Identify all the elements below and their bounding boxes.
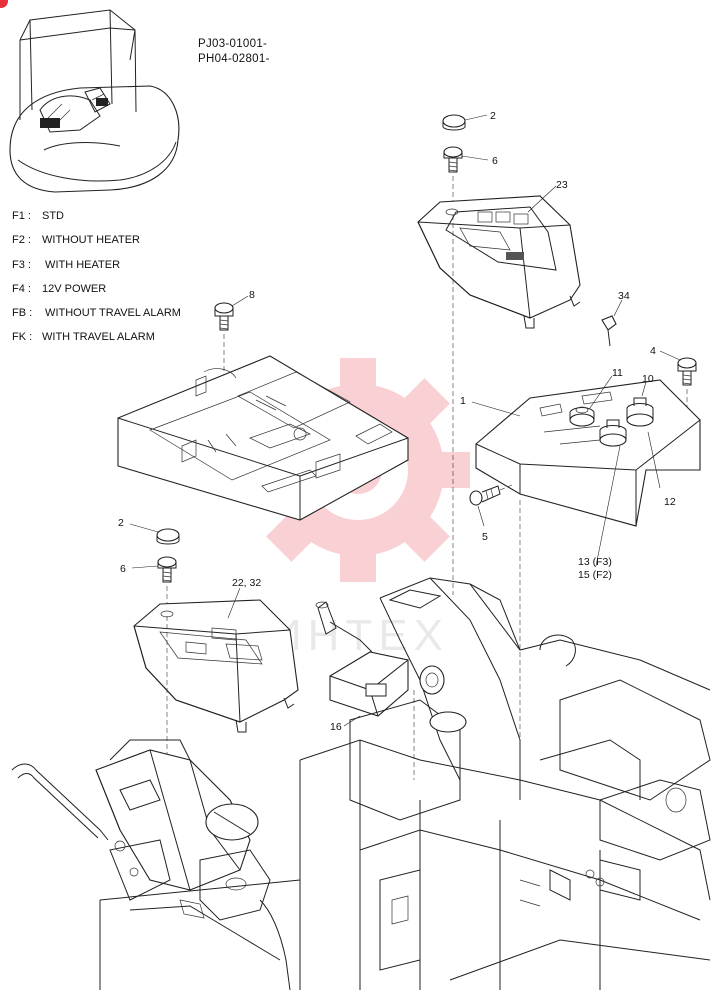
switch-knob-part-10 — [626, 397, 654, 427]
screw-part-6-top — [443, 146, 463, 173]
legend-row-f1: F1 : STD — [12, 210, 181, 234]
legend-text: WITHOUT TRAVEL ALARM — [42, 307, 181, 320]
leader-8 — [231, 295, 249, 307]
leader-2-left — [129, 523, 159, 533]
callout-1: 1 — [460, 395, 466, 407]
callout-12: 12 — [664, 496, 676, 508]
switch-knob-part-13 — [599, 419, 627, 447]
side-cover-part-22 — [133, 599, 299, 733]
callout-11: 11 — [612, 367, 623, 379]
serial-range-2: PH04-02801- — [198, 53, 270, 65]
bolt-part-5 — [469, 485, 501, 506]
legend-row-f3: F3 : WITH HEATER — [12, 259, 181, 283]
leader-12 — [647, 431, 661, 489]
legend-code: F1 : — [12, 210, 31, 222]
callout-34: 34 — [618, 290, 630, 302]
leader-1 — [471, 401, 521, 417]
screw-part-6-left — [157, 556, 177, 583]
legend-row-f2: F2 : WITHOUT HEATER — [12, 234, 181, 258]
callout-2-left: 2 — [118, 517, 124, 529]
leader-22 — [227, 587, 241, 619]
leader-4 — [659, 350, 681, 361]
legend-code: F3 : — [12, 258, 31, 271]
cap-part-2-left — [156, 528, 180, 545]
callout-8: 8 — [249, 289, 255, 301]
callout-13: 13 (F3) — [578, 556, 612, 568]
callout-23: 23 — [556, 179, 568, 191]
watermark-text: ИНТЕХ — [270, 611, 449, 660]
leader-11 — [589, 375, 613, 409]
socket-bracket-part-16 — [315, 601, 409, 717]
meter-cover-part-23 — [417, 195, 581, 329]
screw-part-4 — [677, 357, 697, 386]
screw-part-8 — [214, 302, 234, 331]
leader-13 — [595, 445, 621, 567]
legend-text: WITH HEATER — [42, 258, 121, 271]
machine-thumbnail — [9, 9, 180, 193]
legend-row-fk: FK : WITH TRAVEL ALARM — [12, 331, 181, 355]
legend-row-f4: F4 : 12V POWER — [12, 283, 181, 307]
legend-code: FK : — [12, 331, 33, 344]
leader-6-left — [131, 565, 159, 569]
legend-text: 12V POWER — [42, 282, 107, 295]
legend-code: F4 : — [12, 282, 31, 295]
callout-10: 10 — [642, 373, 654, 385]
option-legend: F1 : STD F2 : WITHOUT HEATER F3 : WITH HEA… — [12, 210, 181, 356]
legend-text: WITH TRAVEL ALARM — [42, 331, 155, 344]
serial-range-1: PJ03-01001- — [198, 38, 268, 50]
control-lever-stand — [11, 739, 301, 991]
corner-badge — [0, 0, 8, 8]
cap-part-2 — [442, 114, 466, 131]
legend-text: WITHOUT HEATER — [42, 234, 140, 247]
leader-23 — [527, 185, 557, 213]
callout-6-left: 6 — [120, 563, 126, 575]
callout-5: 5 — [482, 531, 488, 543]
leader-34 — [613, 299, 623, 317]
callout-16: 16 — [330, 721, 342, 733]
callout-15: 15 (F2) — [578, 569, 612, 581]
legend-row-fb: FB : WITHOUT TRAVEL ALARM — [12, 307, 181, 331]
key-part-34 — [601, 315, 617, 347]
leader-6-top — [461, 155, 489, 161]
dashline-5 — [499, 484, 513, 491]
callout-4: 4 — [650, 345, 656, 357]
legend-text: STD — [42, 210, 64, 222]
leader-5 — [477, 505, 485, 527]
callout-6-top: 6 — [492, 155, 498, 167]
switch-knob-part-11 — [569, 406, 595, 427]
leader-2-top — [464, 114, 488, 121]
legend-code: FB : — [12, 307, 33, 320]
legend-code: F2 : — [12, 234, 31, 247]
base-plate-assembly — [117, 355, 409, 521]
callout-22: 22, 32 — [232, 577, 261, 589]
callout-2-top: 2 — [490, 110, 496, 122]
leader-10 — [641, 381, 647, 397]
